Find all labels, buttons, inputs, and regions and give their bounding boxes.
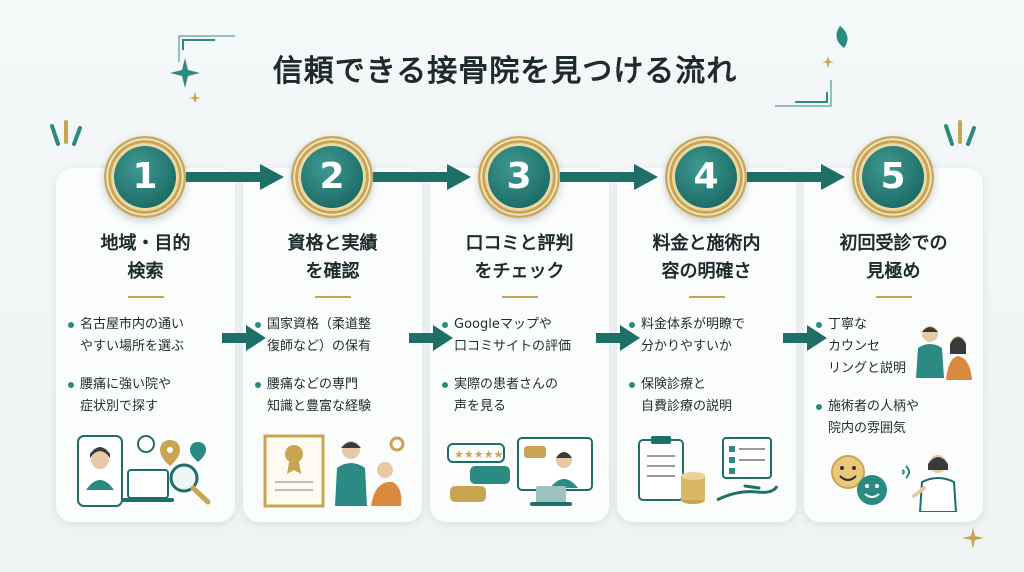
mid-arrow-2-to-3-icon bbox=[409, 325, 453, 351]
step-card-3: 口コミと評判をチェック Googleマップや口コミサイトの評価 実際の患者さんの… bbox=[430, 168, 609, 522]
step-number-badge-3: 3 bbox=[478, 136, 560, 218]
top-arrow-2-to-3-icon bbox=[373, 164, 471, 190]
burst-right-icon bbox=[944, 120, 976, 146]
smiley-faces-practitioner-icon bbox=[831, 455, 958, 512]
step-title: 口コミと評判をチェック bbox=[465, 233, 574, 282]
step-card-4: 料金と施術内容の明確さ 料金体系が明瞭で分かりやすいか 保険診療と自費診療の説明 bbox=[617, 168, 796, 522]
step-card-5: 初回受診での見極め 丁寧なカウンセリングと説明 施術者の人柄や院内の雰囲気 bbox=[804, 168, 983, 522]
burst-left-icon bbox=[50, 120, 82, 146]
page-title: 信頼できる接骨院を見つける流れ bbox=[272, 54, 738, 89]
step-card-1: 地域・目的検索 名古屋市内の通いやすい場所を選ぶ 腰痛に強い院や症状別で探す bbox=[56, 168, 235, 522]
step-number-badge-4: 4 bbox=[665, 136, 747, 218]
step-number-badge-1: 1 bbox=[104, 136, 186, 218]
step-card-2: 資格と実績を確認 国家資格（柔道整復師など）の保有 腰痛などの専門知識と豊富な経… bbox=[243, 168, 422, 522]
sparkle-icon bbox=[962, 527, 984, 549]
top-arrow-4-to-5-icon bbox=[747, 164, 845, 190]
step-title: 料金と施術内容の明確さ bbox=[652, 233, 761, 282]
divider bbox=[502, 296, 538, 298]
list-item: Googleマップや口コミサイトの評価 bbox=[442, 314, 601, 358]
list-item: 丁寧なカウンセリングと説明 bbox=[816, 314, 923, 380]
person-with-phone-map-search-icon bbox=[77, 435, 211, 507]
clipboard-coins-hand-icon bbox=[638, 436, 779, 504]
step-number-badge-5: 5 bbox=[852, 136, 934, 218]
review-chat-laptop-icon: ★★★★★ bbox=[447, 437, 593, 506]
list-item: 料金体系が明瞭で分かりやすいか bbox=[629, 314, 788, 358]
list-item: 実際の患者さんの声を見る bbox=[442, 374, 601, 418]
svg-text:★★★★★: ★★★★★ bbox=[454, 448, 503, 461]
list-item: 腰痛などの専門知識と豊富な経験 bbox=[255, 374, 414, 418]
step-number-badge-2: 2 bbox=[291, 136, 373, 218]
top-arrow-3-to-4-icon bbox=[560, 164, 658, 190]
list-item: 国家資格（柔道整復師など）の保有 bbox=[255, 314, 414, 358]
step-title: 資格と実績を確認 bbox=[287, 233, 378, 282]
mid-arrow-3-to-4-icon bbox=[596, 325, 640, 351]
divider bbox=[315, 296, 351, 298]
practitioner-consultation-icon bbox=[916, 326, 972, 380]
list-item: 名古屋市内の通いやすい場所を選ぶ bbox=[68, 314, 227, 358]
certificate-and-practitioner-icon bbox=[263, 434, 405, 508]
sparkle-icon bbox=[170, 58, 201, 102]
top-arrow-1-to-2-icon bbox=[186, 164, 284, 190]
list-item: 施術者の人柄や院内の雰囲気 bbox=[816, 396, 975, 440]
step-title: 初回受診での見極め bbox=[839, 233, 948, 282]
title-frame: 信頼できる接骨院を見つける流れ bbox=[175, 32, 835, 110]
list-item: 腰痛に強い院や症状別で探す bbox=[68, 374, 227, 418]
list-item: 保険診療と自費診療の説明 bbox=[629, 374, 788, 418]
mid-arrow-1-to-2-icon bbox=[222, 325, 266, 351]
divider bbox=[689, 296, 725, 298]
divider bbox=[876, 296, 912, 298]
step-title: 地域・目的検索 bbox=[100, 233, 191, 282]
divider bbox=[128, 296, 164, 298]
mid-arrow-4-to-5-icon bbox=[783, 325, 827, 351]
leaf-decoration-icon bbox=[822, 26, 848, 68]
